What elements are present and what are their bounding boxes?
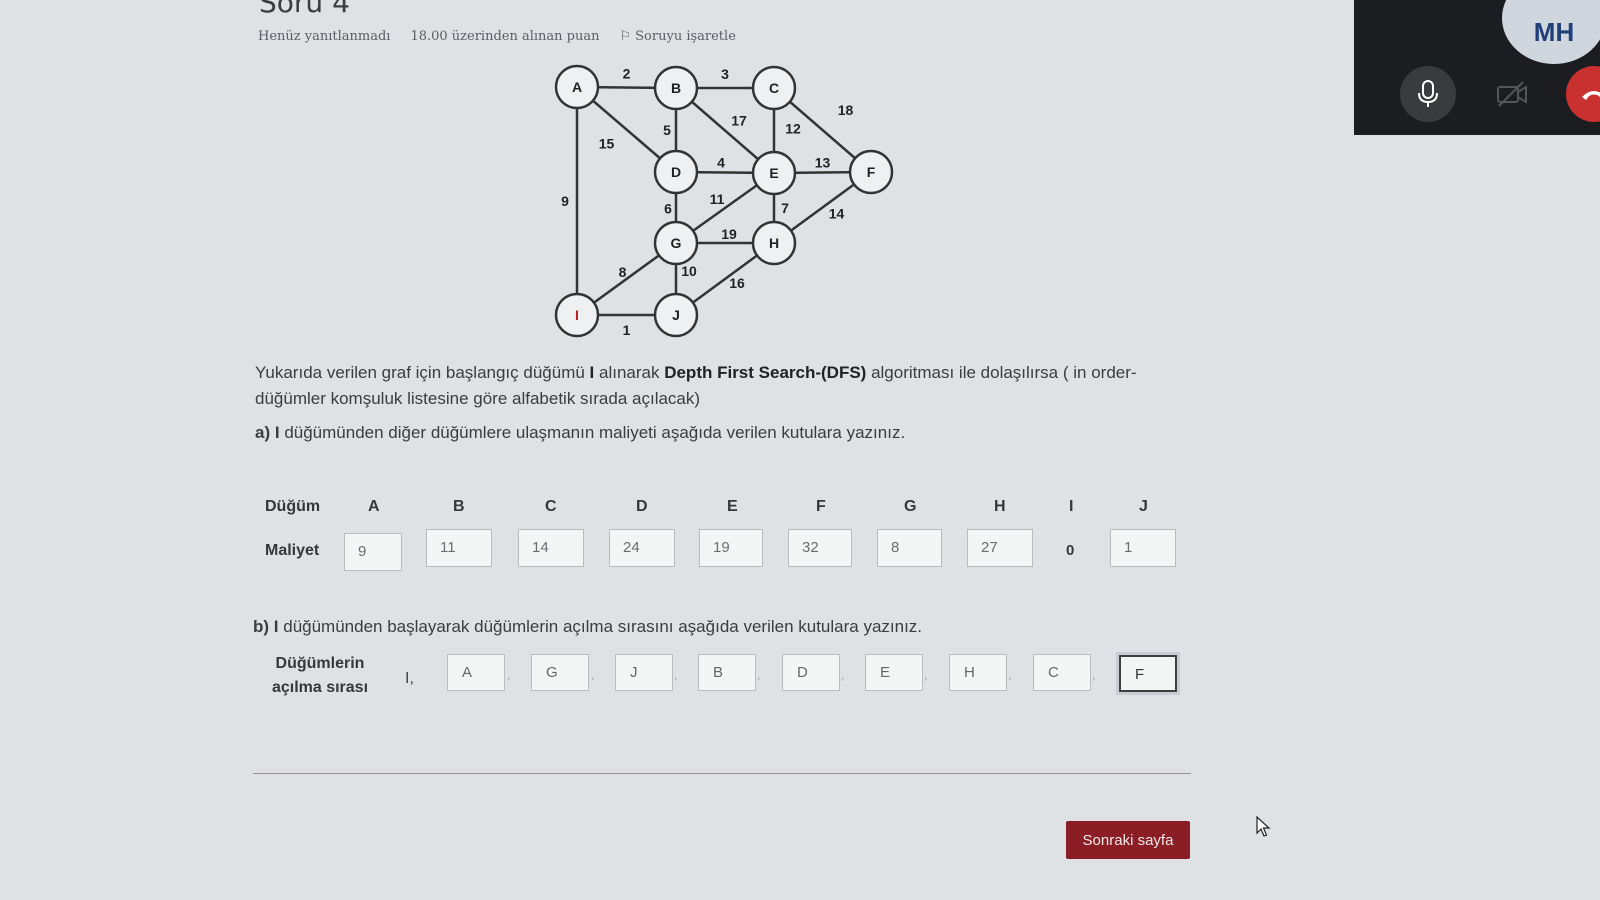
svg-text:G: G: [671, 235, 682, 251]
part-a-prompt: a) I düğümünden diğer düğümlere ulaşmanı…: [255, 423, 906, 442]
svg-text:B: B: [671, 80, 681, 96]
svg-text:I: I: [575, 307, 579, 323]
order-start-node: I,: [405, 670, 414, 687]
edge-weight-label: 10: [681, 263, 697, 279]
col-header-b: B: [453, 498, 465, 515]
svg-text:H: H: [769, 235, 779, 251]
cost-input-h[interactable]: 27: [967, 529, 1033, 567]
svg-text:A: A: [572, 79, 582, 95]
edge-weight-label: 3: [721, 66, 729, 82]
graph-diagram: 2 3 15 5 17 12 18 4 13 9 6 11 7 19 14 8 10 16 1 A B C D E F G H I J: [554, 64, 894, 338]
microphone-icon: [1418, 80, 1438, 107]
question-title: Soru 4: [259, 0, 350, 19]
edge-weight-label: 17: [731, 113, 747, 129]
order-comma: ,: [507, 668, 511, 682]
col-header-h: H: [994, 498, 1006, 515]
next-page-button[interactable]: Sonraki sayfa: [1066, 821, 1190, 859]
graph-node-a: A: [554, 64, 600, 110]
order-comma: ,: [591, 668, 595, 682]
order-input-9[interactable]: F: [1119, 655, 1177, 692]
order-input-6[interactable]: E: [865, 654, 923, 691]
col-header-e: E: [727, 498, 738, 515]
cost-input-f[interactable]: 32: [788, 529, 852, 567]
edge-weight-label: 7: [781, 200, 789, 216]
cost-input-b[interactable]: 11: [426, 529, 492, 567]
graph-node-g: G: [653, 220, 699, 266]
edge-weight-label: 15: [599, 136, 615, 152]
part-b-prompt: b) I düğümünden başlayarak düğümlerin aç…: [253, 617, 923, 636]
answer-status: Henüz yanıtlanmadı: [258, 29, 391, 44]
edge-weight-label: 1: [623, 322, 631, 338]
cost-row-header-node: Düğüm: [265, 498, 321, 515]
question-points: 18.00 üzerinden alınan puan: [410, 29, 600, 44]
edge-weight-label: 5: [663, 122, 671, 138]
col-header-f: F: [816, 498, 826, 515]
edge-weight-label: 16: [729, 275, 745, 291]
cost-input-j[interactable]: 1: [1110, 529, 1176, 567]
cost-input-g[interactable]: 8: [877, 529, 942, 567]
order-input-3[interactable]: J: [615, 654, 673, 691]
cost-value-i: 0: [1066, 542, 1075, 559]
phone-hangup-icon: [1582, 91, 1600, 100]
edge-weight-label: 14: [829, 206, 845, 222]
camera-toggle-button[interactable]: [1484, 66, 1540, 122]
cost-row-header-cost: Maliyet: [265, 542, 320, 559]
col-header-g: G: [904, 498, 917, 515]
graph-node-b: B: [653, 65, 699, 111]
section-divider: [253, 773, 1191, 774]
edge-weight-label: 18: [838, 102, 854, 118]
col-header-a: A: [368, 498, 380, 515]
svg-text:F: F: [867, 164, 876, 180]
order-comma: ,: [674, 668, 678, 682]
edge-weight-label: 11: [710, 191, 725, 207]
order-row-label: Düğümlerin açılma sırası: [271, 655, 369, 696]
cost-input-d[interactable]: 24: [609, 529, 675, 567]
flag-question-label: Soruyu işaretle: [635, 29, 736, 44]
col-header-d: D: [636, 498, 648, 515]
question-text: Yukarıda verilen graf için başlangıç düğ…: [255, 363, 1137, 408]
order-comma: ,: [757, 668, 761, 682]
microphone-button[interactable]: [1400, 66, 1456, 122]
flag-icon: ⚐: [619, 29, 632, 44]
order-comma: ,: [924, 668, 928, 682]
order-input-1[interactable]: A: [447, 654, 505, 691]
question-meta: Henüz yanıtlanmadı 18.00 üzerinden alına…: [258, 29, 736, 44]
order-comma: ,: [1092, 668, 1096, 682]
svg-text:D: D: [671, 164, 681, 180]
svg-text:C: C: [769, 80, 779, 96]
graph-node-i: I: [554, 292, 600, 338]
svg-text:E: E: [769, 165, 778, 181]
cost-input-c[interactable]: 14: [518, 529, 584, 567]
order-input-8[interactable]: C: [1033, 654, 1091, 691]
graph-node-j: J: [653, 292, 699, 338]
graph-node-h: H: [751, 220, 797, 266]
graph-node-f: F: [848, 149, 894, 195]
order-comma: ,: [841, 668, 845, 682]
flag-question-link[interactable]: ⚐ Soruyu işaretle: [620, 29, 736, 44]
edge-weight-label: 4: [717, 155, 725, 171]
camera-off-icon: [1497, 81, 1527, 107]
mouse-cursor-icon: [1256, 816, 1271, 837]
col-header-c: C: [545, 498, 557, 515]
edge-weight-label: 8: [619, 264, 627, 280]
cost-input-e[interactable]: 19: [699, 529, 763, 567]
order-comma: ,: [1008, 668, 1012, 682]
edge-weight-label: 6: [664, 201, 672, 217]
edge-weight-label: 13: [815, 155, 831, 171]
cost-input-a[interactable]: 9: [344, 533, 402, 571]
order-input-4[interactable]: B: [698, 654, 756, 691]
edge-weight-label: 19: [721, 226, 737, 242]
order-input-7[interactable]: H: [949, 654, 1007, 691]
graph-node-e: E: [751, 150, 797, 196]
graph-node-c: C: [751, 65, 797, 111]
order-input-5[interactable]: D: [782, 654, 840, 691]
graph-node-d: D: [653, 149, 699, 195]
edge-weight-label: 9: [561, 193, 569, 209]
svg-text:J: J: [672, 307, 680, 323]
col-header-i: I: [1069, 498, 1074, 515]
col-header-j: J: [1139, 498, 1148, 515]
order-input-2[interactable]: G: [531, 654, 589, 691]
edge-weight-label: 12: [785, 121, 801, 137]
edge-weight-label: 2: [623, 66, 631, 82]
